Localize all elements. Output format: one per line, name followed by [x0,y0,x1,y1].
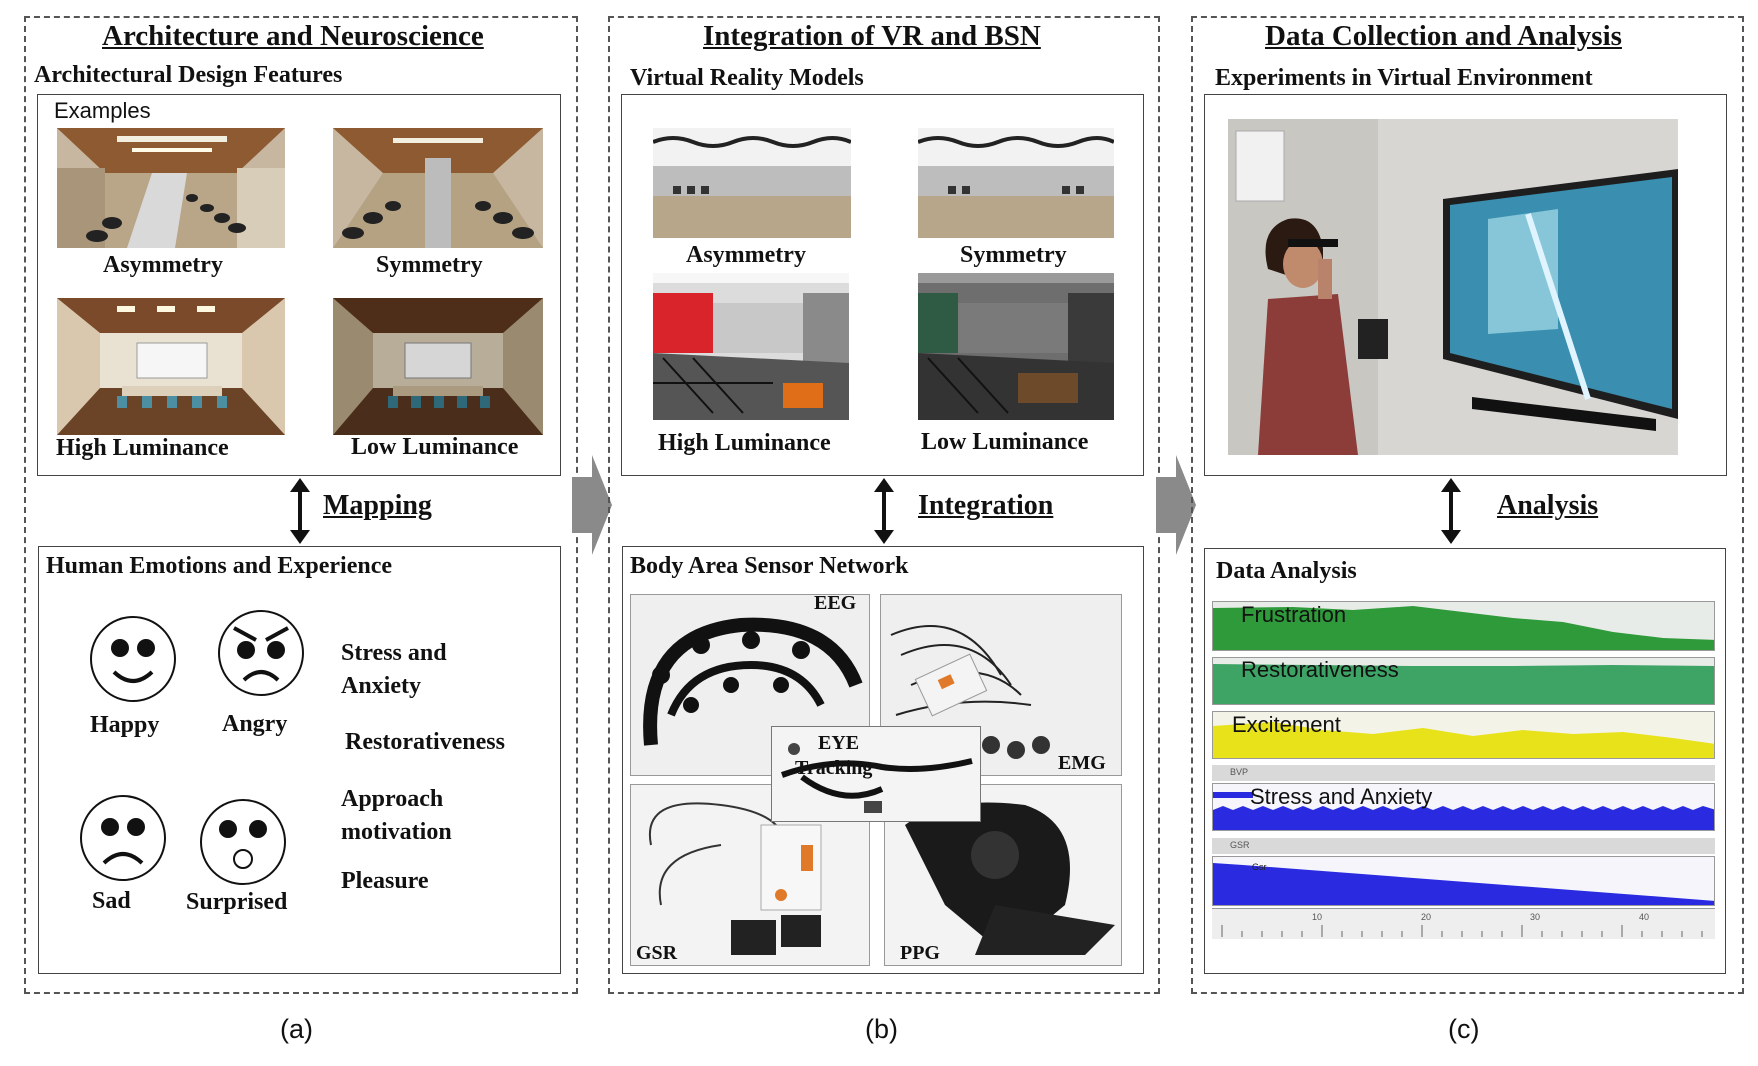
time-axis [1212,908,1715,939]
flow-arrow-icon [572,455,612,555]
panel-c [1191,16,1744,994]
experience-restorativeness: Restorativeness [345,729,505,755]
stress-label: Stress and Anxiety [1250,784,1433,809]
gsr-header [1212,838,1715,854]
time-axis-ticks [1221,925,1703,937]
restorativeness-label: Restorativeness [1241,657,1399,682]
tracking-label: Tracking [795,757,873,779]
panel-b-subtitle: Virtual Reality Models [630,65,864,91]
excitement-track [1212,711,1715,759]
experiment-photo [1228,119,1678,455]
integration-label: Integration [918,490,1054,521]
label-surprised: Surprised [186,889,288,915]
bvp-tag: BVP [1230,767,1249,777]
double-arrow-icon [1441,478,1461,544]
vr-low-luminance-render [918,273,1114,420]
label-low-luminance-b: Low Luminance [921,429,1089,455]
vr-symmetry-render [918,128,1114,238]
label-asymmetry-b: Asymmetry [686,242,806,268]
double-arrow-icon [874,478,894,544]
experience-stress-line1: Stress and [341,640,447,666]
analysis-label: Analysis [1497,490,1599,521]
bsn-title: Body Area Sensor Network [630,553,909,579]
experience-approach-line1: Approach [341,786,444,812]
eye-tracker-photo [771,726,981,822]
label-high-luminance-b: High Luminance [658,430,831,456]
label-sad: Sad [92,888,131,914]
label-symmetry-b: Symmetry [960,242,1067,268]
frustration-area [1213,606,1714,650]
surprised-face-icon [200,799,286,885]
vr-asymmetry-render [653,128,851,238]
restorativeness-area [1213,664,1714,704]
ppg-label: PPG [900,942,940,964]
axis-tick-40: 40 [1639,912,1650,922]
gsr-tag: GSR [1230,840,1250,850]
restorativeness-track [1212,657,1715,705]
panel-c-letter: (c) [1448,1014,1480,1044]
axis-tick-20: 20 [1421,912,1432,922]
happy-face-icon [90,616,176,702]
panel-a-subtitle: Architectural Design Features [34,62,343,88]
frustration-track [1212,601,1715,651]
asymmetry-photo [57,128,285,248]
mapping-label: Mapping [323,490,432,521]
angry-face-icon [218,610,304,696]
panel-a-title: Architecture and Neuroscience [102,20,484,52]
frustration-label: Frustration [1241,602,1347,627]
panel-a-letter: (a) [280,1014,313,1044]
excitement-area [1213,722,1714,758]
low-luminance-photo [333,298,543,435]
gsr-legend-tag: Gsr [1252,862,1267,872]
panel-b-title: Integration of VR and BSN [703,20,1041,52]
panel-c-title: Data Collection and Analysis [1265,20,1622,52]
excitement-label: Excitement [1232,712,1341,737]
stress-track [1212,783,1715,831]
label-high-luminance-a: High Luminance [56,435,229,461]
label-low-luminance-a: Low Luminance [351,434,519,460]
axis-tick-30: 30 [1530,912,1541,922]
double-arrow-icon [290,478,310,544]
experience-pleasure: Pleasure [341,868,429,894]
gsr-area [1213,863,1714,905]
symmetry-photo [333,128,543,248]
examples-label: Examples [54,98,151,123]
experience-approach-line2: motivation [341,819,452,845]
label-symmetry-a: Symmetry [376,252,483,278]
panel-c-subtitle: Experiments in Virtual Environment [1215,65,1593,91]
sad-face-icon [80,795,166,881]
bvp-header [1212,765,1715,781]
gsr-label: GSR [636,942,678,964]
vr-high-luminance-render [653,273,849,420]
label-angry: Angry [222,711,288,737]
label-happy: Happy [90,712,160,738]
data-analysis-title: Data Analysis [1216,558,1357,584]
gsr-track [1212,856,1715,906]
flow-arrow-icon [1156,455,1196,555]
eye-label: EYE [818,732,860,754]
label-asymmetry-a: Asymmetry [103,252,223,278]
eeg-label: EEG [814,592,857,614]
axis-tick-10: 10 [1312,912,1323,922]
emg-sensor-photo [880,594,1122,776]
stress-area [1213,806,1714,830]
emg-label: EMG [1058,752,1106,774]
emotions-title: Human Emotions and Experience [46,553,393,579]
experience-stress-line2: Anxiety [341,673,421,699]
panel-b-letter: (b) [865,1014,898,1044]
high-luminance-photo [57,298,285,435]
